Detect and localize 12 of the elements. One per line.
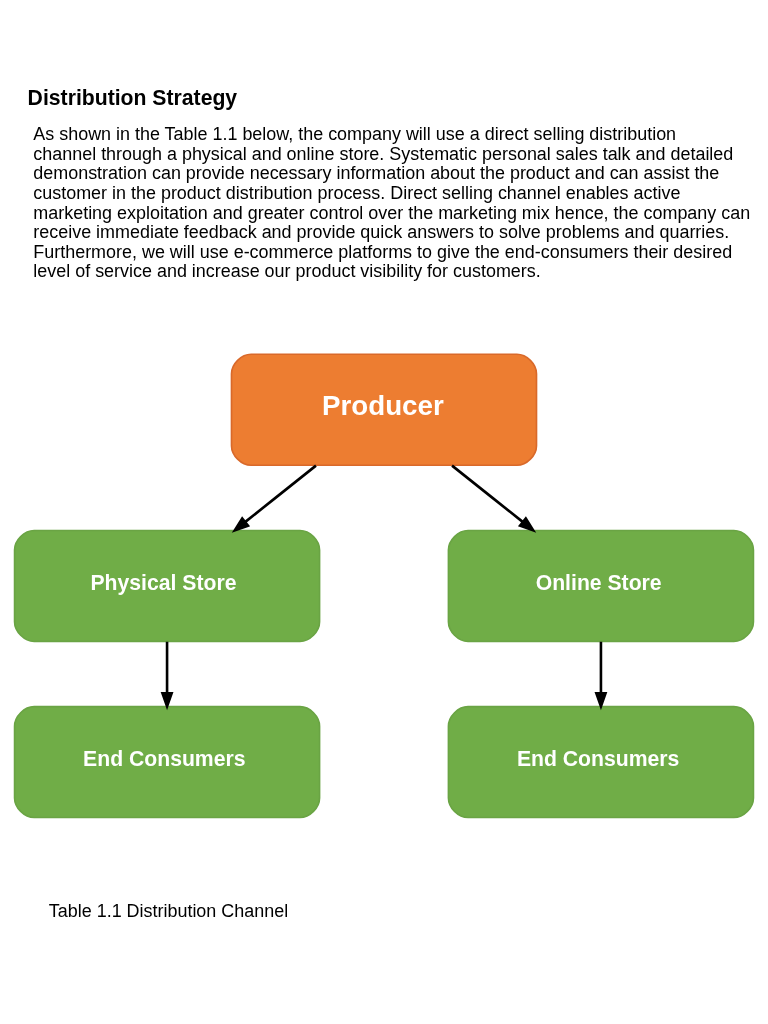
- caption: Table 1.1 Distribution Channel: [48, 900, 289, 921]
- diagram-title: Distribution Strategy: [27, 85, 238, 109]
- node-box: End Consumers: [13, 705, 321, 818]
- arrow: [160, 641, 174, 710]
- node-box: Physical Store: [13, 529, 321, 642]
- label: As shown in the Table 1.1 below, the company will use a direct selling distribution channel through a physical and online store. Systematic personal sales talk and detailed demonstration can provide necessary information about the product and can assist the customer in the product distribution process. Direct selling channel enables active marketing exploitation and greater control over the marketing mix hence, the company can receive immediate feedback and provide quick answers to solve problems and quarries. Furthermore, we will use e-commerce platforms to give the end-consumers their desired level of service and increase our product visibility for customers.: [33, 123, 751, 281]
- arrow: [594, 641, 608, 710]
- arrow: [451, 464, 537, 533]
- node-box: End Consumers: [447, 705, 755, 818]
- arrow: [231, 464, 317, 533]
- node-box: Online Store: [447, 529, 755, 642]
- node-box: Producer: [230, 352, 538, 466]
